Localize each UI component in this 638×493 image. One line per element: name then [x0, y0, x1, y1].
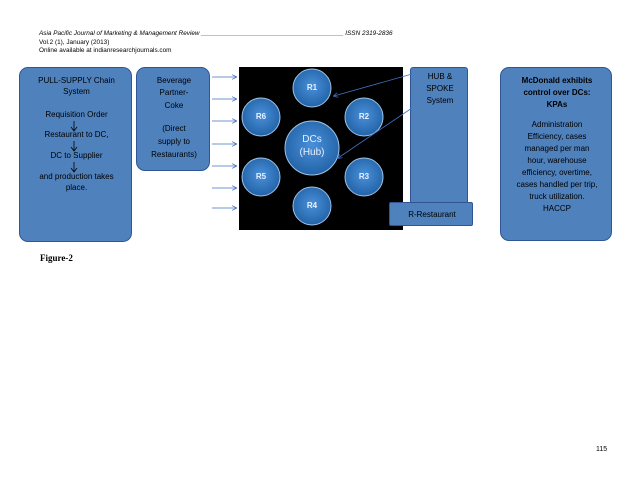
pull-supply-box: PULL-SUPPLY Chain System Requisition Ord… — [19, 67, 132, 242]
hubspoke-line1: HUB & — [427, 72, 453, 81]
mcd-body-line8: HACCP — [542, 204, 571, 213]
pull-title-line2: System — [63, 87, 90, 96]
mcd-body-line2: Efficiency, cases — [527, 132, 587, 141]
node-r2 — [344, 97, 384, 137]
beverage-line4: (Direct — [162, 124, 186, 133]
hub-spoke-box: HUB & SPOKE System — [410, 67, 468, 209]
mcd-body-line4: hour, warehouse — [527, 156, 587, 165]
mcd-title-line1: McDonald exhibits — [521, 76, 593, 85]
pull-step-restaurant-dc: Restaurant to DC, — [44, 130, 109, 139]
hubspoke-line3: System — [426, 96, 454, 105]
supply-arrows — [212, 77, 236, 208]
mcd-body-line6: cases handled per trip, — [516, 180, 598, 189]
dc-hub-node — [284, 120, 340, 176]
r-restaurant-label: R-Restaurant — [408, 210, 456, 219]
beverage-line6: Restaurants) — [151, 150, 197, 159]
hub-center-label-line2: (Hub) — [299, 147, 325, 158]
hubspoke-line2: SPOKE — [426, 84, 454, 93]
beverage-line1: Beverage — [156, 76, 192, 85]
figure-caption: Figure-2 — [40, 253, 73, 263]
mcd-body-line5: efficiency, overtime, — [522, 168, 592, 177]
volume-line: Vol.2 (1), January (2013) — [39, 39, 110, 46]
beverage-line2: Partner- — [159, 88, 189, 97]
node-r4-label: R4 — [306, 201, 318, 210]
node-r3-label: R3 — [358, 172, 370, 181]
beverage-line5: supply to — [157, 137, 191, 146]
node-r6-label: R6 — [255, 112, 267, 121]
mcd-title-line3: KPAs — [546, 100, 568, 109]
hub-center-label-line1: DCs — [302, 134, 322, 145]
node-r6 — [241, 97, 281, 137]
online-line: Online available at indianresearchjourna… — [39, 47, 172, 54]
pull-step-requisition: Requisition Order — [45, 110, 108, 119]
mcd-body-line1: Administration — [531, 120, 583, 129]
node-r5-label: R5 — [255, 172, 267, 181]
node-r2-label: R2 — [358, 112, 370, 121]
pull-step-dc-supplier: DC to Supplier — [50, 151, 103, 160]
node-r3 — [344, 157, 384, 197]
beverage-partner-box: Beverage Partner- Coke (Direct supply to… — [136, 67, 210, 171]
pull-flow-arrows — [70, 121, 78, 173]
journal-title-line: Asia Pacific Journal of Marketing & Mana… — [39, 30, 393, 37]
node-r1 — [292, 68, 332, 108]
mcdonald-kpa-box: McDonald exhibits control over DCs: KPAs… — [500, 67, 612, 241]
hubspoke-pointers — [334, 73, 413, 158]
node-r5 — [241, 157, 281, 197]
r-restaurant-box: R-Restaurant — [389, 202, 473, 226]
mcd-body-line7: truck utilization. — [529, 192, 585, 201]
mcd-body-line3: managed per man — [524, 144, 590, 153]
pull-step-production-line1: and production takes — [39, 172, 114, 181]
beverage-line3: Coke — [164, 101, 184, 110]
pull-step-production-line2: place. — [65, 183, 88, 192]
pull-title-line1: PULL-SUPPLY Chain — [38, 76, 115, 85]
node-r1-label: R1 — [306, 83, 318, 92]
page-number: 115 — [596, 446, 608, 453]
mcd-title-line2: control over DCs: — [523, 88, 591, 97]
restaurant-nodes — [241, 68, 384, 226]
node-r4 — [292, 186, 332, 226]
